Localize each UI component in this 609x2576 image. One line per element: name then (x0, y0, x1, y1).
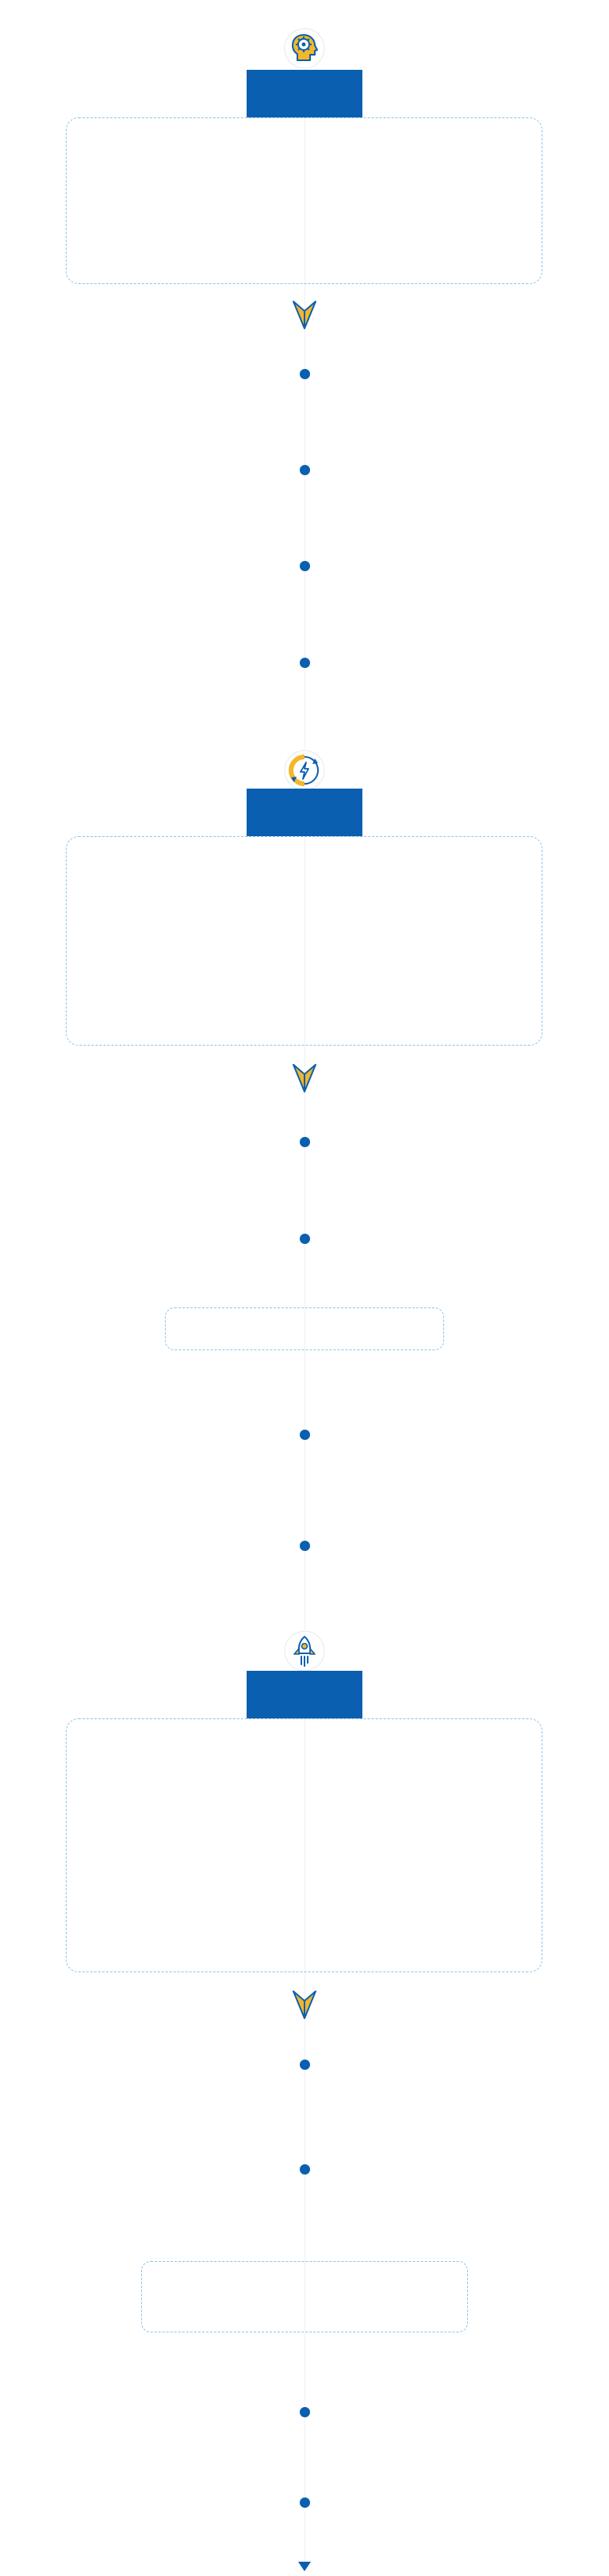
chevron-down-icon (292, 1061, 317, 1095)
arrow-down-icon (297, 2561, 312, 2572)
step-dot (300, 369, 310, 379)
step-dot (300, 465, 310, 475)
step-dot (300, 1137, 310, 1147)
stage-3-header (247, 1671, 362, 1718)
stage-1-header (247, 70, 362, 117)
stage-2-header (247, 789, 362, 836)
step-dot (300, 658, 310, 668)
step-dot (300, 2164, 310, 2175)
lightning-cycle-icon (283, 749, 326, 792)
step-dot (300, 2060, 310, 2070)
step-dot (300, 561, 310, 571)
note-box (141, 2261, 468, 2332)
step-dot (300, 1541, 310, 1551)
step-dot (300, 2407, 310, 2417)
rocket-icon (283, 1630, 326, 1672)
stage-2-box (66, 836, 542, 1046)
step-dot (300, 1234, 310, 1244)
note-box (165, 1307, 444, 1350)
head-gear-icon (283, 27, 326, 70)
chevron-down-icon (292, 1988, 317, 2021)
step-dot (300, 2497, 310, 2508)
stage-3-box (66, 1718, 542, 1972)
step-dot (300, 1430, 310, 1440)
stage-1-box (66, 117, 542, 284)
timeline-spine (304, 103, 305, 2563)
chevron-down-icon (292, 298, 317, 332)
